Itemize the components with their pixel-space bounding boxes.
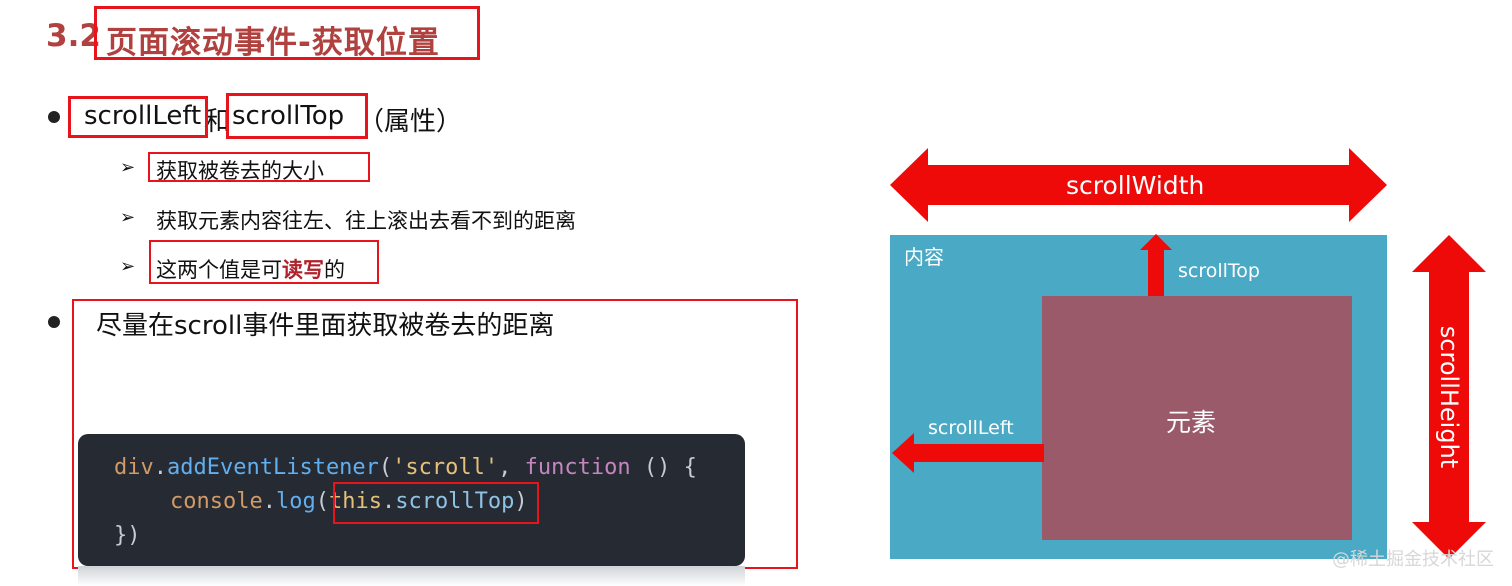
subitem-arrow-icon: ➢	[120, 207, 136, 228]
subitem-suffix: 的	[324, 258, 345, 282]
code-line: })	[114, 523, 141, 548]
scroll-width-arrow	[890, 148, 1387, 222]
section-number: 3.2	[46, 18, 101, 54]
code-line: console.log(this.scrollTop)	[170, 489, 528, 514]
subitem-arrow-icon: ➢	[120, 157, 136, 178]
subitem-text: 获取被卷去的大小	[156, 159, 324, 183]
element-label: 元素	[1166, 408, 1217, 437]
bullet-text: 尽量在scroll事件里面获取被卷去的距离	[96, 311, 555, 341]
scroll-height-label: scrollHeight	[1435, 325, 1463, 469]
subitem-arrow-icon: ➢	[120, 256, 136, 277]
subitem-text: 这两个值是可读写的	[156, 254, 345, 284]
code-highlight-box	[333, 482, 539, 524]
bullet-dot	[48, 316, 60, 328]
scroll-top-label: scrollTop	[1178, 260, 1260, 282]
watermark: @稀土掘金技术社区	[1332, 549, 1494, 570]
code-block: div.addEventListener('scroll', function …	[78, 434, 745, 566]
subitem-prefix: 这两个值是可	[156, 258, 282, 282]
scroll-width-label: scrollWidth	[1066, 171, 1205, 200]
scroll-top-arrow	[1140, 234, 1172, 296]
scroll-left-arrow	[892, 433, 1044, 473]
code-line: div.addEventListener('scroll', function …	[114, 455, 697, 480]
read-write-emphasis: 读写	[282, 258, 324, 282]
subitem-highlight-box	[149, 240, 379, 284]
scroll-height-arrow	[1412, 235, 1486, 559]
scroll-left-highlight-box	[68, 96, 208, 138]
property-suffix: （属性）	[358, 107, 463, 137]
content-label: 内容	[904, 245, 944, 269]
title-highlight-box	[94, 6, 480, 60]
bullet-dot	[48, 111, 60, 123]
joiner-text: 和	[204, 107, 231, 137]
subitem-text: 获取元素内容往左、往上滚出去看不到的距离	[156, 209, 576, 233]
scroll-left-label: scrollLeft	[928, 417, 1014, 439]
scroll-left-term: scrollLeft	[84, 101, 202, 131]
code-block-shadow	[78, 566, 745, 586]
scroll-top-term: scrollTop	[232, 101, 345, 131]
element-box	[1042, 296, 1352, 540]
scroll-top-highlight-box	[226, 93, 368, 139]
page-title: 页面滚动事件-获取位置	[106, 25, 440, 61]
subitem-highlight-box	[148, 152, 370, 182]
